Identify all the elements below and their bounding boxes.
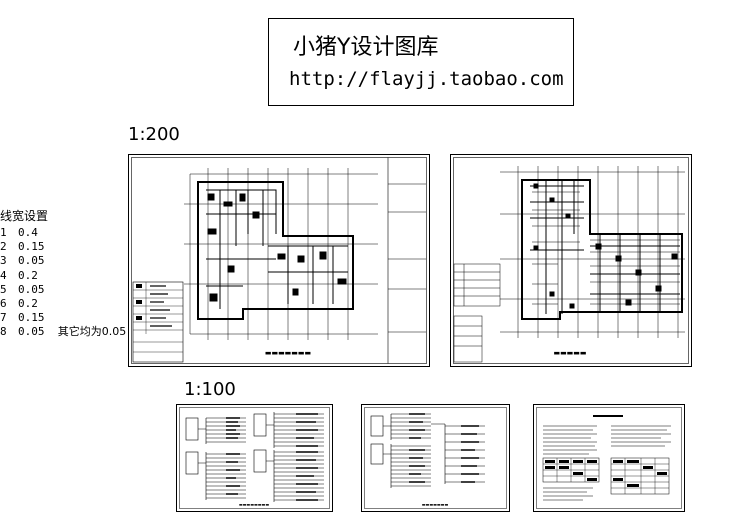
line-width-row: 8 0.05 其它均为0.05 bbox=[0, 325, 126, 339]
line-width-value: 0.15 bbox=[18, 240, 45, 254]
design-notes-drawing bbox=[542, 415, 671, 501]
stamp-title: 小猪Y设计图库 bbox=[293, 35, 439, 60]
system-diagram-sheet-2[interactable]: ▬▬▬▬▬▬▬ bbox=[361, 404, 510, 512]
line-width-no: 8 bbox=[0, 325, 7, 339]
sheet-4-caption-marking: ▬▬▬▬▬▬▬ bbox=[422, 502, 449, 507]
floor-plan-sheet-2[interactable]: ▬▬▬▬▬ bbox=[450, 154, 692, 367]
floor-plan-drawing-1 bbox=[184, 168, 378, 340]
sheet-2-caption-marking: ▬▬▬▬▬ bbox=[553, 349, 586, 357]
plan-legend-table-2 bbox=[453, 263, 501, 363]
sheet-3-caption-marking: ▬▬▬▬▬▬▬▬ bbox=[239, 502, 269, 507]
system-diagram-drawing-2 bbox=[370, 413, 485, 488]
design-notes-sheet[interactable] bbox=[533, 404, 685, 512]
line-width-value: 0.2 bbox=[18, 268, 38, 282]
line-width-value: 0.15 bbox=[18, 311, 45, 325]
floor-plan-sheet-1[interactable]: ▬▬▬▬▬▬▬ bbox=[128, 154, 430, 367]
system-diagram-sheet-1[interactable]: ▬▬▬▬▬▬▬▬ bbox=[176, 404, 333, 512]
line-width-value: 0.4 bbox=[18, 226, 38, 239]
line-width-no: 2 bbox=[0, 240, 7, 254]
line-width-value: 0.05 bbox=[18, 325, 45, 339]
line-width-value: 0.05 bbox=[18, 254, 45, 268]
plan-legend-table bbox=[132, 281, 184, 363]
stamp-url: http://flayjj.taobao.com bbox=[289, 68, 564, 90]
title-stamp: 小猪Y设计图库 http://flayjj.taobao.com bbox=[268, 18, 574, 106]
line-width-no: 6 bbox=[0, 297, 7, 311]
line-width-no: 3 bbox=[0, 254, 7, 268]
line-width-title: 线宽设置 bbox=[0, 209, 49, 223]
line-width-no: 4 bbox=[0, 268, 7, 282]
sheet-1-caption-marking: ▬▬▬▬▬▬▬ bbox=[265, 349, 311, 357]
line-width-value: 0.05 bbox=[18, 282, 45, 296]
line-width-note: 其它均为0.05 bbox=[57, 325, 127, 339]
system-diagram-drawing-1 bbox=[185, 412, 324, 502]
scale-label-small: 1:100 bbox=[184, 379, 236, 400]
scale-label-large: 1:200 bbox=[128, 124, 180, 145]
line-width-no: 5 bbox=[0, 282, 7, 296]
line-width-no: 7 bbox=[0, 311, 7, 325]
floor-plan-drawing-2 bbox=[500, 166, 685, 338]
line-width-value: 0.2 bbox=[18, 297, 38, 311]
line-width-no: 1 bbox=[0, 226, 7, 239]
